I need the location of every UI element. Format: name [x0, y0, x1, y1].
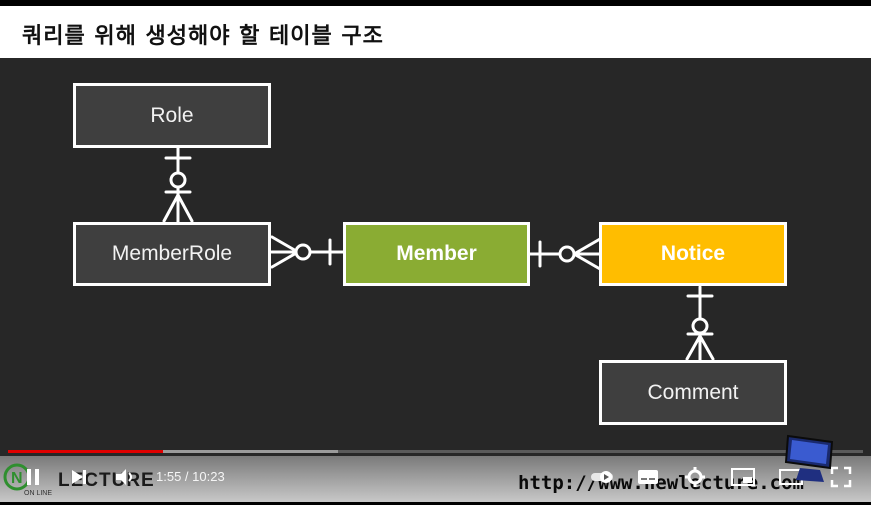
entity-comment: Comment: [599, 360, 787, 425]
progress-buffered: [8, 450, 339, 453]
url-watermark: http://www.newlecture.com: [518, 472, 804, 494]
fullscreen-button[interactable]: [828, 464, 854, 490]
subtitles-icon: [638, 470, 658, 484]
player-controls: N LECTURE ON LINE 1:55 / 10:23 http://ww…: [0, 434, 871, 502]
slide-title: 쿼리를 위해 생성해야 할 테이블 구조: [22, 24, 384, 49]
bottom-strip: [0, 502, 871, 505]
entity-memberrole: MemberRole: [73, 222, 271, 286]
entity-member: Member: [343, 222, 530, 286]
time-display: 1:55 / 10:23: [156, 469, 225, 484]
connector-notice-comment: [685, 285, 715, 362]
pause-button[interactable]: [22, 464, 44, 490]
settings-button[interactable]: [683, 464, 707, 490]
autoplay-toggle[interactable]: [590, 464, 616, 490]
subtitles-button[interactable]: [636, 464, 660, 490]
autoplay-icon: [591, 471, 613, 483]
fullscreen-icon: [830, 466, 852, 488]
monitor-logo-icon: [784, 434, 834, 482]
gear-icon: [685, 467, 705, 487]
connector-role-memberrole: [162, 146, 194, 224]
pause-icon: [27, 469, 39, 485]
entity-notice-label: Notice: [660, 242, 726, 265]
volume-icon: [116, 469, 132, 485]
miniplayer-button[interactable]: [730, 464, 756, 490]
entity-role: Role: [73, 83, 271, 148]
skip-next-icon: [72, 470, 86, 484]
miniplayer-icon: [731, 468, 755, 486]
progress-bar[interactable]: [8, 450, 863, 453]
svg-text:N: N: [11, 470, 23, 487]
volume-button[interactable]: [114, 464, 138, 490]
next-button[interactable]: [68, 464, 90, 490]
slide-title-bar: 쿼리를 위해 생성해야 할 테이블 구조: [0, 6, 871, 58]
entity-notice: Notice: [599, 222, 787, 286]
connector-member-notice: [528, 237, 602, 271]
entity-member-label: Member: [396, 242, 477, 265]
progress-played: [8, 450, 163, 453]
entity-role-label: Role: [150, 103, 194, 127]
entity-memberrole-label: MemberRole: [111, 242, 233, 265]
connector-memberrole-member: [270, 235, 345, 269]
entity-comment-label: Comment: [647, 380, 739, 404]
brand-subtitle: ON LINE: [24, 490, 53, 497]
